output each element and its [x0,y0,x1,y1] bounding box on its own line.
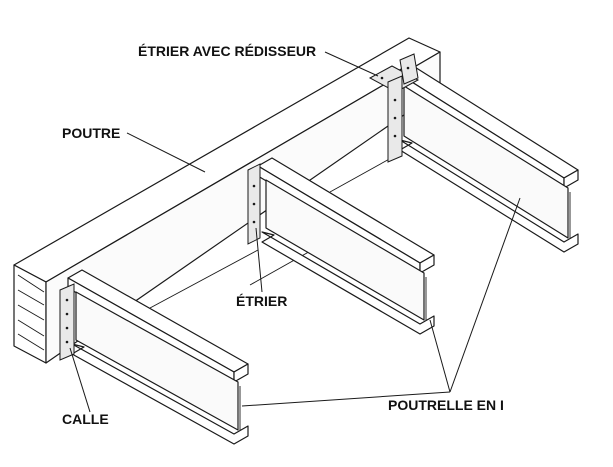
label-i-joist: POUTRELLE EN I [388,397,504,413]
i-joist-middle [257,157,435,335]
leader-beam [126,132,206,173]
leader-i-joist-3 [449,197,521,393]
leader-lines [69,51,521,413]
label-shim: CALLE [62,411,109,427]
leader-shim [69,347,91,413]
leader-i-joist-1 [241,391,451,407]
leader-i-joist-2 [429,319,451,393]
shim [59,283,75,361]
i-joist-back [395,63,579,253]
label-beam: POUTRE [62,125,120,141]
label-stirrup-with-stiffener: ÉTRIER AVEC RÉDISSEUR [138,43,316,59]
stirrup [247,163,261,245]
stirrup-with-stiffener [368,53,420,163]
label-stirrup: ÉTRIER [236,293,287,309]
beam [13,37,441,364]
leader-stirrup [255,227,263,293]
i-joist-front [67,269,249,445]
leader-stirrup-with-stiffener [324,51,379,77]
